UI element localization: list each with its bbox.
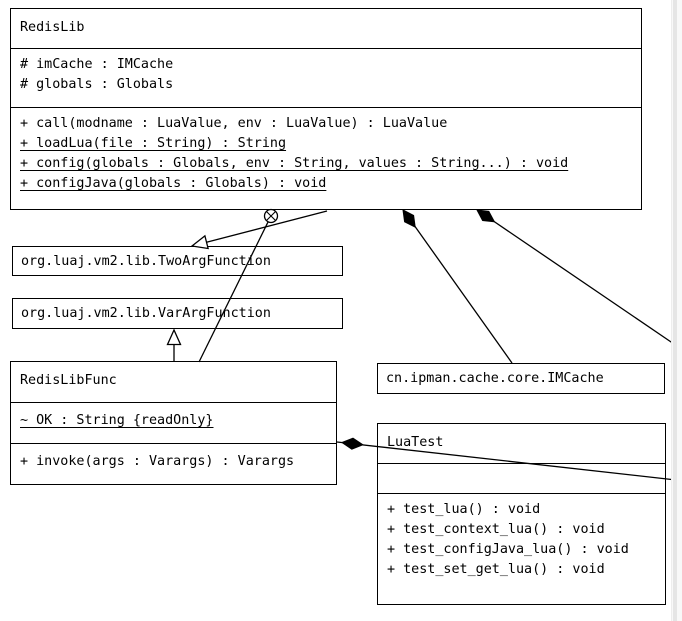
- class-box-redislib: RedisLib # imCache : IMCache # globals :…: [10, 8, 642, 210]
- class-box-imcache: cn.ipman.cache.core.IMCache: [377, 363, 665, 394]
- hollow-triangle-arrowhead: [166, 328, 182, 346]
- filled-diamond: [476, 209, 496, 223]
- containment-redislib-redislibfunc: [198, 208, 279, 363]
- vertical-scrollbar[interactable]: [671, 0, 682, 621]
- luatest-empty-attributes: [378, 463, 665, 493]
- method-test-configjava-lua: + test_configJava_lua() : void: [387, 542, 629, 557]
- method-test-lua: + test_lua() : void: [387, 502, 541, 517]
- circle-cross-containment-anchor: [263, 208, 279, 224]
- method-configjava: + configJava(globals : Globals) : void: [20, 176, 327, 191]
- class-box-redislibfunc: RedisLibFunc ~ OK : String {readOnly} + …: [10, 361, 337, 485]
- method-call: + call(modname : LuaValue, env : LuaValu…: [20, 116, 448, 131]
- scrollbar-thumb[interactable]: [673, 0, 677, 621]
- attribute-globals: # globals : Globals: [20, 77, 174, 92]
- composition-redislib-to-right-edge: [476, 209, 675, 345]
- composition-redislib-to-imcache: [402, 209, 513, 364]
- class-box-varargfunction: org.luaj.vm2.lib.VarArgFunction: [12, 298, 343, 329]
- method-invoke: + invoke(args : Varargs) : Varargs: [20, 454, 295, 469]
- method-test-context-lua: + test_context_lua() : void: [387, 522, 605, 537]
- method-config: + config(globals : Globals, env : String…: [20, 156, 569, 171]
- class-title-redislibfunc: RedisLibFunc: [20, 373, 117, 388]
- method-loadlua: + loadLua(file : String) : String: [20, 136, 287, 151]
- generalization-redislib-to-twoargfunction: [190, 210, 328, 250]
- attribute-imcache: # imCache : IMCache: [20, 57, 174, 72]
- filled-diamond: [402, 209, 416, 228]
- class-title-redislib: RedisLib: [20, 20, 85, 35]
- class-title-imcache: cn.ipman.cache.core.IMCache: [386, 371, 604, 386]
- class-box-luatest: LuaTest + test_lua() : void + test_conte…: [377, 423, 666, 605]
- attribute-ok: ~ OK : String {readOnly}: [20, 413, 214, 428]
- class-title-twoargfunction: org.luaj.vm2.lib.TwoArgFunction: [21, 253, 271, 269]
- class-title-varargfunction: org.luaj.vm2.lib.VarArgFunction: [21, 306, 271, 321]
- class-box-twoargfunction: org.luaj.vm2.lib.TwoArgFunction: [12, 246, 343, 276]
- class-title-luatest: LuaTest: [387, 435, 444, 450]
- generalization-redislibfunc-to-varargfunction: [166, 328, 182, 361]
- method-test-set-get-lua: + test_set_get_lua() : void: [387, 562, 605, 577]
- filled-diamond: [340, 437, 364, 450]
